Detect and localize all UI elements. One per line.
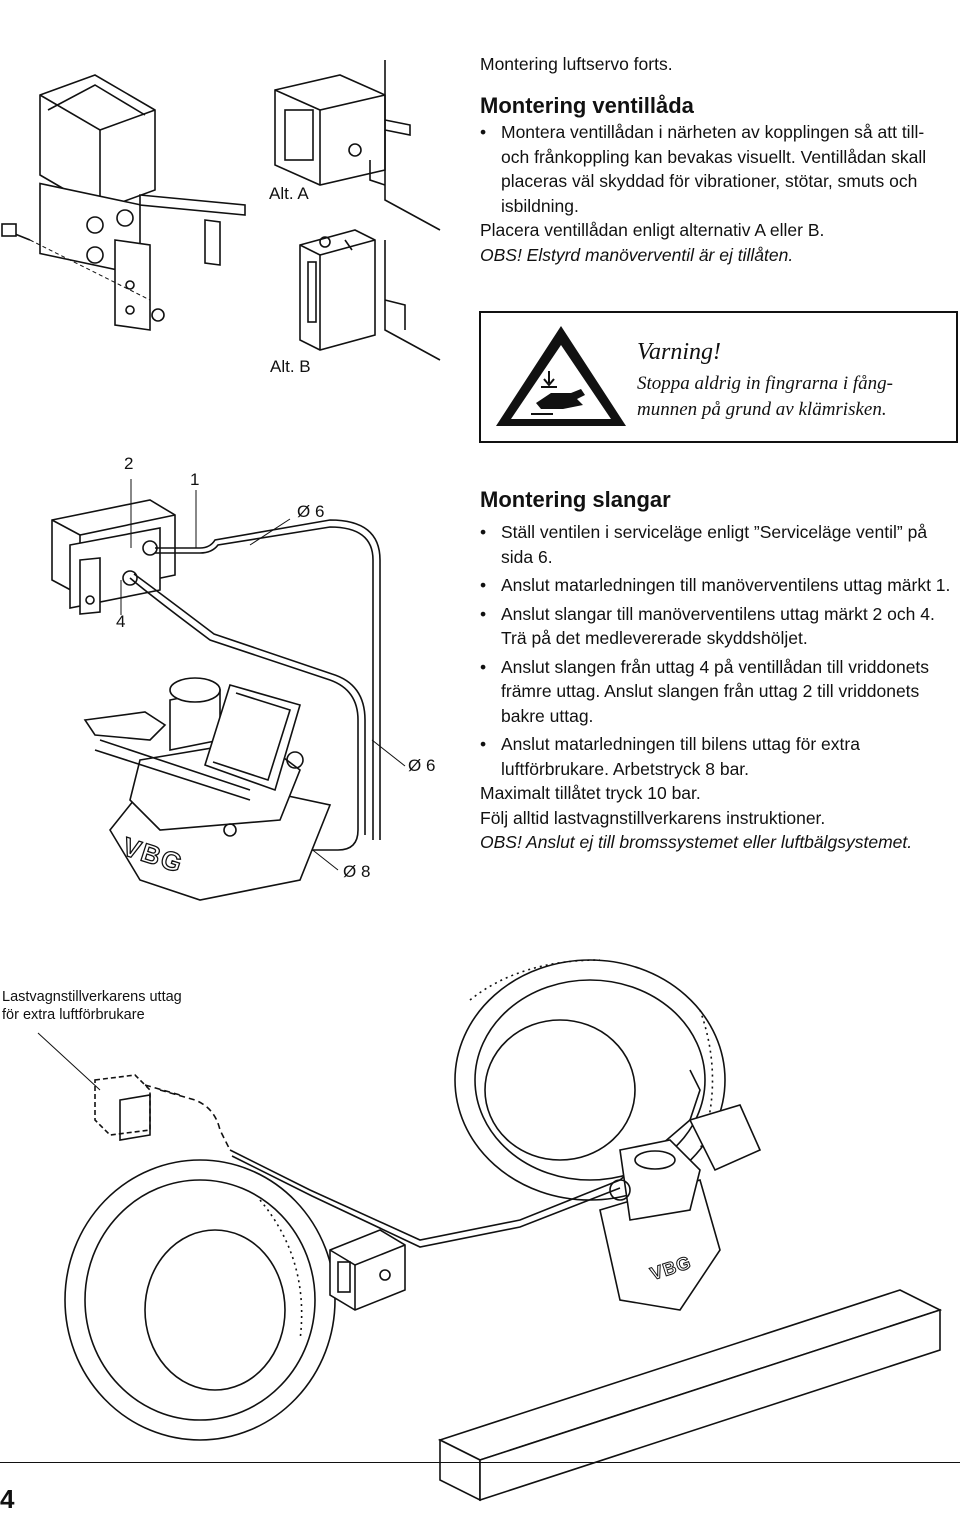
section-slangar: Montering slangar Ställ ventilen i servi… [480,486,956,855]
port-label-1: 1 [190,470,200,489]
alt-a-label: Alt. A [269,184,309,203]
continued-heading: Montering luftservo forts. [480,54,673,74]
diameter-label-8: Ø 8 [343,862,371,881]
outlet-box-drawing [94,1074,151,1141]
warning-line: Stoppa aldrig in fingrarna i fång- [637,373,893,394]
warning-triangle-icon [496,326,626,426]
warning-line: munnen på grund av klämrisken. [637,399,887,420]
callout-outlet: Lastvagnstillverkarens uttag för extra l… [2,988,182,1024]
list-item: Anslut matarledningen till bilens uttag … [480,732,956,781]
port-label-2: 2 [124,454,134,473]
footer-rule [0,1462,960,1463]
obs-note: OBS! Elstyrd manöverventil är ej tillåte… [480,244,794,265]
paragraph: Följ alltid lastvagnstillverkarens instr… [480,807,826,828]
list-item: Anslut matarledningen till manöverventil… [480,573,956,598]
list-item: Montera ventillådan i närheten av koppli… [480,120,956,218]
list-item: Anslut slangar till manöverventilens utt… [480,602,956,651]
section-heading: Montering slangar [480,487,671,512]
valve-box-drawing [51,499,176,615]
figure-hose-connection [51,479,406,901]
valve-box-alt-b-drawing [299,229,441,361]
frame-beam-drawing [437,1289,943,1502]
list-item: Ställ ventilen i serviceläge enligt ”Ser… [480,520,956,569]
front-wheel-drawing [64,1159,336,1441]
callout-line: Lastvagnstillverkarens uttag [2,989,182,1005]
warning-title: Varning! [637,339,721,365]
valve-box-on-frame-drawing [329,1229,406,1311]
bracket-box-drawing [1,74,246,331]
section-ventillada: Montering ventillåda Montera ventillådan… [480,92,956,267]
rear-wheel-drawing [454,959,726,1201]
diameter-label-6-right: Ø 6 [408,756,436,775]
warning-text: Stoppa aldrig in fingrarna i fång- munne… [637,371,893,423]
obs-note: OBS! Anslut ej till bromssystemet eller … [480,832,913,852]
warning-box: Varning! Stoppa aldrig in fingrarna i få… [479,311,958,443]
diameter-label-6-top: Ø 6 [297,502,325,521]
list-item: Anslut slangen från uttag 4 på ventillåd… [480,655,956,729]
section-heading: Montering ventillåda [480,93,694,118]
callout-line: för extra luftförbrukare [2,1007,145,1023]
coupling-on-frame-drawing [599,1104,762,1311]
paragraph: Maximalt tillåtet tryck 10 bar. [480,783,701,803]
valve-box-alt-a-drawing [274,60,441,231]
page-number: 4 [0,1484,15,1514]
paragraph: Placera ventillådan enligt alternativ A … [480,220,825,240]
port-label-4: 4 [116,612,126,631]
alt-b-label: Alt. B [270,357,311,376]
coupling-drawing [83,677,332,901]
figure-valve-box-mounting [1,60,441,361]
